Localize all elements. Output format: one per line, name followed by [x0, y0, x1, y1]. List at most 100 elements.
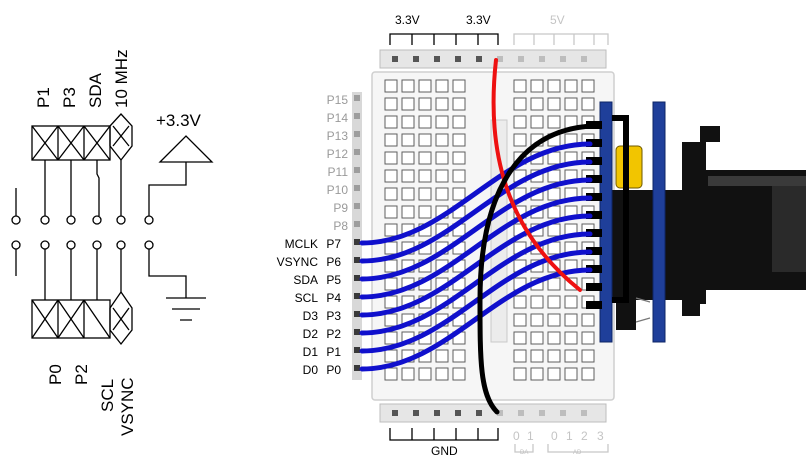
breadboard-hole	[513, 349, 527, 363]
header-pad	[354, 257, 360, 263]
rail-hole	[560, 410, 566, 416]
signal-name: SDA	[293, 273, 318, 287]
pin-label: P3	[326, 309, 341, 323]
rail-label-5v: 5V	[550, 13, 565, 27]
contact-row-top	[11, 215, 154, 225]
breadboard-hole	[581, 79, 595, 93]
header-pad	[354, 293, 360, 299]
rail-label-3v3-right: 3.3V	[466, 13, 491, 27]
breadboard-hole	[547, 205, 561, 219]
signal-wire	[359, 159, 593, 264]
pin-label-dim: P10	[327, 183, 349, 197]
signal-wire	[359, 249, 593, 354]
breadboard-hole	[513, 133, 527, 147]
breadboard-hole	[384, 313, 398, 327]
header-pad	[354, 113, 360, 119]
breadboard-hole	[547, 277, 561, 291]
breadboard-hole	[401, 151, 415, 165]
breadboard-hole	[581, 349, 595, 363]
breadboard-hole	[384, 115, 398, 129]
breadboard-hole	[547, 367, 561, 381]
signal-name: D0	[303, 363, 319, 377]
breadboard-hole	[513, 313, 527, 327]
signal-name: D1	[303, 345, 319, 359]
breadboard-hole	[384, 331, 398, 345]
breadboard-hole	[513, 295, 527, 309]
top-power-rail	[379, 49, 607, 69]
breadboard-hole	[452, 97, 466, 111]
breadboard-hole	[384, 97, 398, 111]
pin-label: P6	[326, 255, 341, 269]
breadboard-hole	[564, 97, 578, 111]
signal-wire	[359, 141, 593, 246]
signal-name: MCLK	[285, 237, 318, 251]
small-label: AD	[573, 450, 582, 456]
rail-hole	[518, 410, 524, 416]
pin-label-dim: P9	[333, 201, 348, 215]
breadboard-hole	[435, 133, 449, 147]
breadboard-hole	[435, 187, 449, 201]
header-pad	[354, 203, 360, 209]
breadboard-hole	[452, 151, 466, 165]
signal-wire	[359, 231, 593, 336]
header-pad	[354, 221, 360, 227]
module-pin	[586, 157, 602, 165]
module-pin	[586, 175, 602, 183]
module-pin	[586, 229, 602, 237]
pin-label: P4	[326, 291, 341, 305]
breadboard-hole	[418, 169, 432, 183]
contact-row-bottom	[11, 240, 154, 250]
header-pad	[354, 131, 360, 137]
breadboard-hole	[418, 187, 432, 201]
rail-hole	[497, 56, 503, 62]
breadboard-hole	[384, 79, 398, 93]
signal-wire	[359, 195, 593, 300]
breadboard-hole	[384, 205, 398, 219]
power-symbol	[148, 135, 214, 216]
breadboard-hole	[581, 313, 595, 327]
breadboard-hole	[564, 331, 578, 345]
rail-hole	[434, 56, 440, 62]
breadboard-hole	[564, 367, 578, 381]
pin-label-dim: P15	[327, 93, 349, 107]
rail-hole	[581, 410, 587, 416]
breadboard-hole	[530, 97, 544, 111]
pin-label: P7	[326, 237, 341, 251]
breadboard-hole	[384, 367, 398, 381]
pin-label: P1	[326, 345, 341, 359]
power-wire	[491, 58, 582, 292]
breadboard-hole	[547, 241, 561, 255]
breadboard-hole	[547, 79, 561, 93]
breadboard-hole	[418, 115, 432, 129]
signal-wire	[359, 213, 593, 318]
small-label: 1	[566, 429, 573, 443]
breadboard-hole	[530, 313, 544, 327]
rail-hole	[581, 56, 587, 62]
connector-schematic: P1 P3 SDA 10 MHz +3.3V	[11, 49, 214, 436]
rail-hole	[497, 410, 503, 416]
breadboard-hole	[435, 349, 449, 363]
breadboard-hole	[547, 151, 561, 165]
breadboard-hole	[564, 295, 578, 309]
unused-pin-labels: P15 P14 P13 P12 P11 P10 P9 P8	[327, 93, 349, 233]
header-pad	[354, 95, 360, 101]
breadboard-hole	[547, 331, 561, 345]
breadboard-hole	[384, 151, 398, 165]
ground-wire	[477, 123, 595, 415]
schematic-bottom-label: SCL	[98, 379, 117, 412]
breadboard-hole	[452, 79, 466, 93]
rail-label-gnd: GND	[431, 444, 458, 456]
pin-label-dim: P11	[328, 165, 349, 179]
breadboard-hole	[564, 79, 578, 93]
signal-name: D2	[303, 327, 319, 341]
breadboard-hole	[435, 169, 449, 183]
rail-hole	[518, 56, 524, 62]
rail-hole	[476, 410, 482, 416]
rail-hole	[413, 410, 419, 416]
rail-hole	[455, 410, 461, 416]
pin-label: P5	[326, 273, 341, 287]
breadboard-hole	[513, 331, 527, 345]
breadboard-hole	[401, 79, 415, 93]
breadboard-hole	[418, 97, 432, 111]
breadboard-hole	[384, 187, 398, 201]
